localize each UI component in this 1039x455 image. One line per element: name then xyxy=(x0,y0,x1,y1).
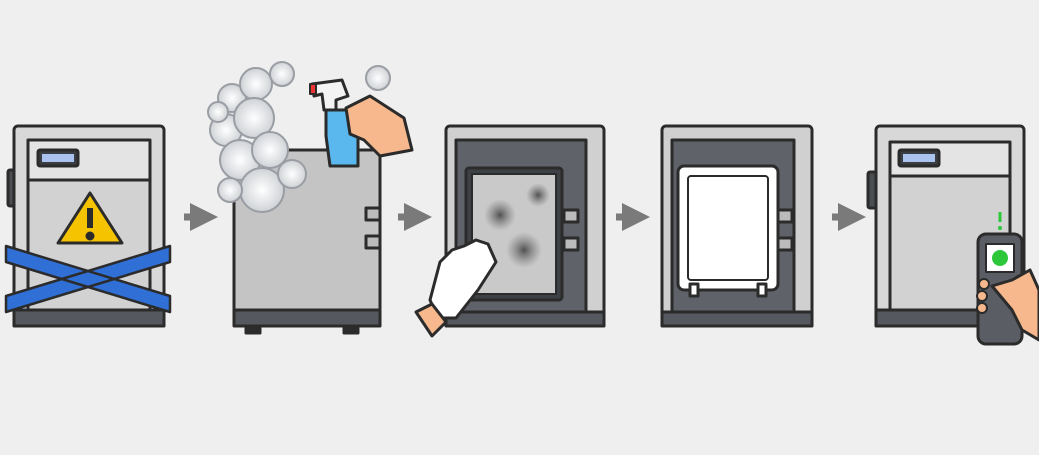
spray-bottle-icon xyxy=(309,78,414,168)
hand-icon xyxy=(344,94,414,158)
disinfectant-cloud-icon xyxy=(207,61,391,213)
step-4-clean-unit xyxy=(660,124,814,328)
step-1-taped-unit xyxy=(4,124,172,328)
gloved-hand-icon xyxy=(428,238,498,320)
tape-icon xyxy=(4,244,172,314)
moisture-meter-icon xyxy=(976,232,1039,346)
hand-icon xyxy=(990,268,1039,342)
step-3-wipe-mold-unit xyxy=(414,124,606,338)
ok-indicator-icon xyxy=(992,250,1008,266)
